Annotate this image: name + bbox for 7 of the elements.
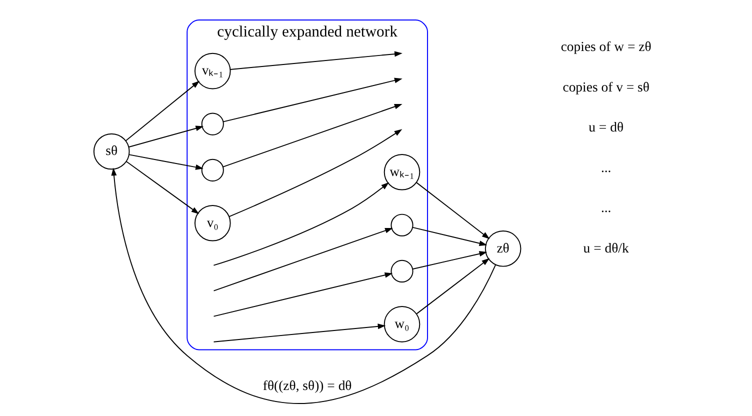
label: u = dθ (588, 120, 624, 135)
label: copies of v = sθ (562, 79, 649, 94)
label: copies of w = zθ (560, 39, 651, 54)
label: ... (600, 200, 611, 216)
edge-label: fθ((zθ, sθ)) = dθ (262, 378, 352, 394)
label: ... (600, 160, 611, 175)
label: u = dθ/k (582, 240, 628, 256)
